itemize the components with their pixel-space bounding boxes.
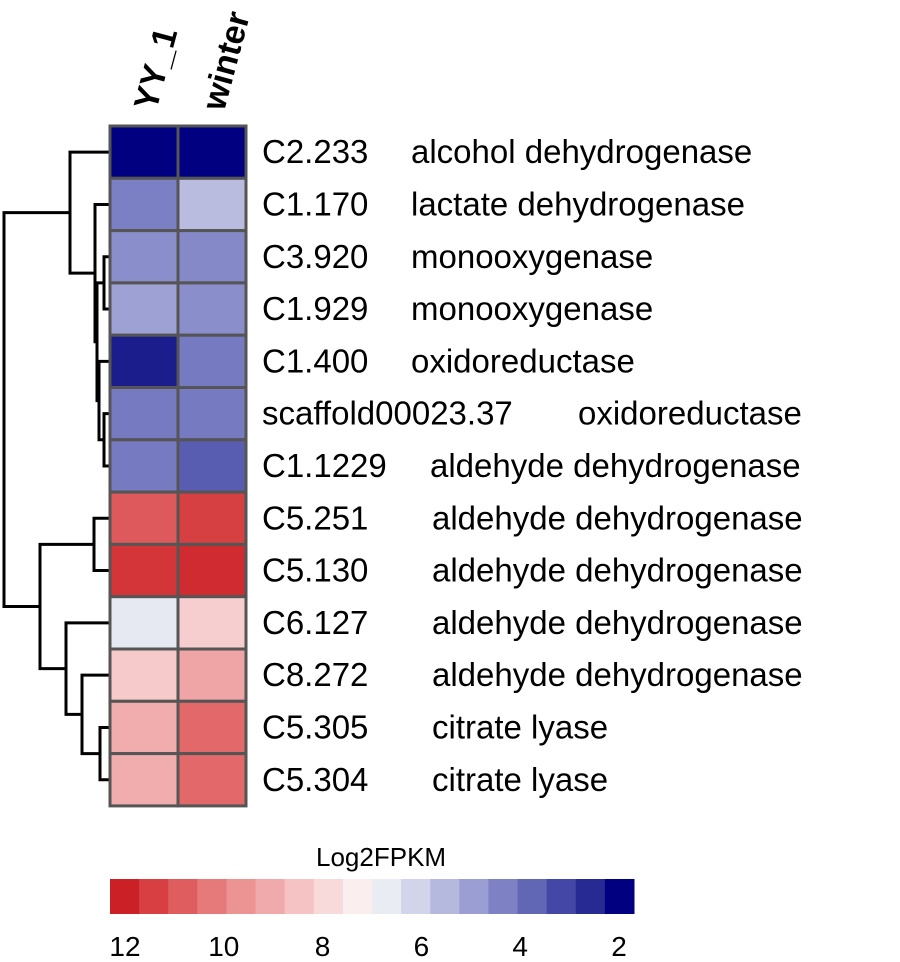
heatmap-cell (108, 281, 180, 337)
heatmap-cell (176, 281, 248, 337)
heatmap-cell (176, 333, 248, 390)
row-gene-label: citrate lyase (432, 761, 608, 798)
legend-swatch (459, 879, 489, 914)
heatmap-cell (176, 699, 248, 756)
legend-swatch (313, 879, 344, 914)
legend-swatch (488, 879, 519, 914)
legend-tick-label: 6 (414, 931, 430, 962)
row-id-label: C1.1229 (262, 447, 387, 484)
legend-swatch (255, 879, 286, 914)
legend-tick-label: 2 (611, 931, 627, 962)
row-gene-label: aldehyde dehydrogenase (432, 604, 803, 641)
dendrogram-branch (68, 150, 110, 275)
column-label: winter (195, 8, 258, 116)
dendrogram-branch (2, 211, 70, 609)
row-gene-label: aldehyde dehydrogenase (432, 656, 803, 693)
row-gene-label: monooxygenase (411, 238, 653, 275)
row-gene-label: alcohol dehydrogenase (411, 133, 752, 170)
row-gene-label: monooxygenase (411, 290, 653, 327)
legend-swatch (284, 879, 315, 914)
heatmap-cell (108, 542, 180, 599)
row-dendrogram (2, 150, 110, 782)
heatmap-cell (176, 229, 248, 285)
row-id-label: C1.929 (262, 290, 368, 327)
heatmap-cell (108, 699, 180, 756)
legend-swatch (342, 879, 373, 914)
row-id-label: C1.400 (262, 342, 368, 379)
heatmap-cell (108, 333, 180, 390)
legend-swatch (430, 879, 460, 914)
legend-tick-label: 8 (315, 931, 331, 962)
legend-swatch (226, 879, 257, 914)
heatmap-cell (176, 490, 248, 546)
heatmap-cell (108, 595, 180, 651)
heatmap-cell (176, 647, 248, 703)
legend-swatch (139, 879, 169, 914)
legend-tick-label: 10 (208, 931, 239, 962)
heatmap-cell (176, 124, 248, 180)
row-gene-label: aldehyde dehydrogenase (430, 447, 801, 484)
legend-swatch (168, 879, 198, 914)
row-id-label: C2.233 (262, 133, 368, 170)
color-legend: Log2FPKM 12 10 8 6 4 2 (109, 842, 635, 962)
row-id-label: C3.920 (262, 238, 368, 275)
legend-swatch (372, 879, 402, 914)
legend-swatch (110, 879, 140, 914)
row-id-label: C5.305 (262, 708, 368, 745)
heatmap-cell (108, 647, 180, 703)
heatmap-cell (176, 752, 248, 808)
row-id-label: C8.272 (262, 656, 368, 693)
row-gene-label: citrate lyase (432, 708, 608, 745)
heatmap-cell (176, 595, 248, 651)
column-label: YY_1 (127, 24, 185, 114)
row-gene-label: aldehyde dehydrogenase (432, 499, 803, 536)
legend-swatch (517, 879, 548, 914)
legend-tick-labels: 12 10 8 6 4 2 (109, 931, 626, 962)
legend-swatch (197, 879, 227, 914)
dendrogram-branch (80, 673, 110, 756)
row-id-label: C6.127 (262, 604, 368, 641)
legend-swatch (575, 879, 606, 914)
heatmap-cell (108, 490, 180, 546)
legend-swatches (110, 879, 635, 914)
row-gene-label: oxidoreductase (578, 395, 802, 432)
row-gene-label: lactate dehydrogenase (411, 185, 745, 222)
row-gene-label: oxidoreductase (411, 342, 635, 379)
heatmap-cells (108, 124, 248, 808)
dendrogram-branch (64, 621, 110, 716)
heatmap-cell (108, 386, 180, 442)
legend-tick-label: 12 (109, 931, 140, 962)
row-id-label: C5.304 (262, 761, 368, 798)
legend-tick-label: 4 (512, 931, 528, 962)
row-id-label: C1.170 (262, 185, 368, 222)
heatmap-cell (176, 386, 248, 442)
dendrogram-branch (92, 516, 110, 573)
row-id-label: C5.251 (262, 499, 368, 536)
legend-swatch (604, 879, 635, 914)
legend-swatch (546, 879, 577, 914)
heatmap-cell (176, 176, 248, 233)
heatmap-cell (108, 229, 180, 285)
heatmap-cell (108, 752, 180, 808)
row-id-label: C5.130 (262, 552, 368, 589)
heatmap-cell (108, 438, 180, 494)
heatmap-cell (176, 438, 248, 494)
row-id-label: scaffold00023.37 (262, 395, 513, 432)
legend-swatch (401, 879, 431, 914)
heatmap-cell (176, 542, 248, 599)
heatmap-cell (108, 176, 180, 233)
row-gene-label: aldehyde dehydrogenase (432, 552, 803, 589)
legend-title: Log2FPKM (316, 842, 446, 872)
heatmap-cell (108, 124, 180, 180)
